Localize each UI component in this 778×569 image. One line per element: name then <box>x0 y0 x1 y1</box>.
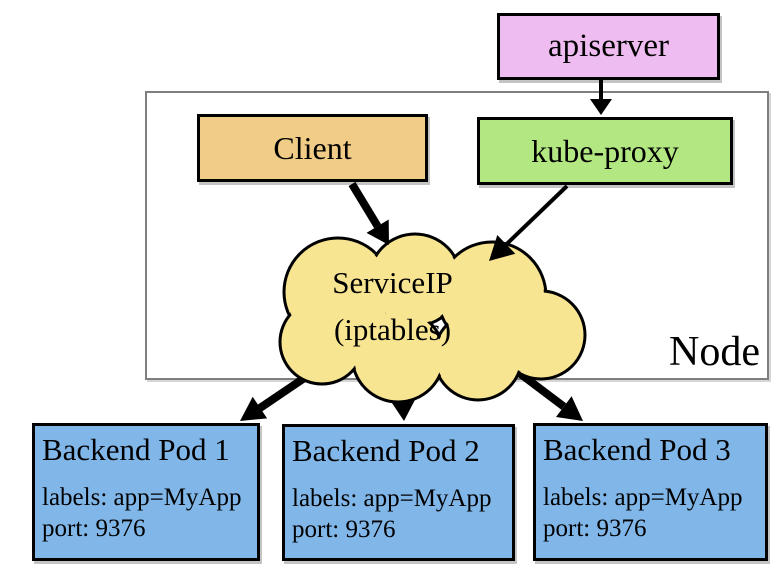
pod-labels: labels: app=MyApp <box>292 485 492 512</box>
pod-port: port: 9376 <box>292 516 396 543</box>
service-cloud-line1: ServiceIP <box>332 265 453 300</box>
pod-port: port: 9376 <box>42 515 146 542</box>
backend-pod-1: Backend Pod 1 labels: app=MyApp port: 93… <box>32 423 260 561</box>
pod-title: Backend Pod 2 <box>292 433 480 468</box>
service-cloud-line2: (iptables) <box>333 312 452 347</box>
client-label: Client <box>273 129 352 166</box>
client-box: Client <box>197 114 428 182</box>
kube-proxy-box: kube-proxy <box>477 117 733 185</box>
apiserver-label: apiserver <box>548 28 669 64</box>
node-label: Node <box>669 329 760 375</box>
pod-port: port: 9376 <box>543 515 647 542</box>
pod-title: Backend Pod 3 <box>543 432 731 467</box>
pod-labels: labels: app=MyApp <box>543 484 743 511</box>
kube-proxy-label: kube-proxy <box>531 132 679 169</box>
pod-title: Backend Pod 1 <box>42 432 230 467</box>
service-cloud-label: ServiceIP (iptables) <box>285 259 500 353</box>
backend-pod-2: Backend Pod 2 labels: app=MyApp port: 93… <box>282 424 515 561</box>
apiserver-box: apiserver <box>497 13 720 80</box>
backend-pod-3: Backend Pod 3 labels: app=MyApp port: 93… <box>533 423 768 561</box>
pod-labels: labels: app=MyApp <box>42 484 242 511</box>
